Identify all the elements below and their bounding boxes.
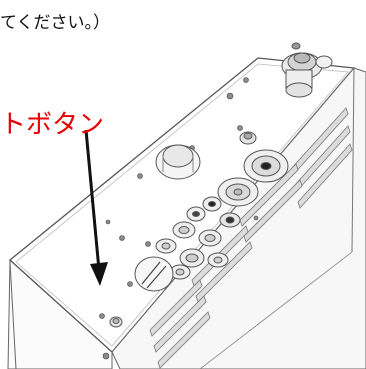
device-top-panel-rim (15, 63, 349, 347)
screw-hole (127, 281, 133, 287)
device-side-edge (351, 67, 355, 253)
screw-hole (99, 313, 105, 319)
device-left-edge (9, 261, 17, 369)
screw-hole (237, 125, 243, 131)
vent-slot (153, 295, 207, 353)
screw-hole (243, 77, 249, 83)
device-bottom-edge (199, 251, 353, 369)
pointer-arrow (84, 129, 108, 286)
screw-hole (105, 219, 111, 225)
fan-cover (134, 256, 174, 292)
instruction-text: てください。） (0, 13, 110, 33)
screw-hole (137, 173, 143, 179)
vent-slot (195, 241, 253, 303)
screw-hole (102, 352, 110, 360)
screw-hole (253, 215, 259, 221)
cable-glands (155, 131, 289, 280)
vent-slot (149, 279, 203, 337)
vent-slots (149, 107, 353, 369)
vent-slot (243, 179, 303, 243)
large-connector (281, 42, 333, 98)
vent-slot (239, 163, 299, 227)
button-callout-label: トボタン (0, 110, 105, 140)
vent-slot (157, 311, 211, 369)
cylinder-port (155, 144, 201, 180)
power-button (109, 316, 123, 328)
screw-hole (119, 235, 125, 241)
screw-hole (226, 92, 234, 100)
screw-hole (145, 241, 151, 247)
vent-slot (297, 143, 353, 209)
